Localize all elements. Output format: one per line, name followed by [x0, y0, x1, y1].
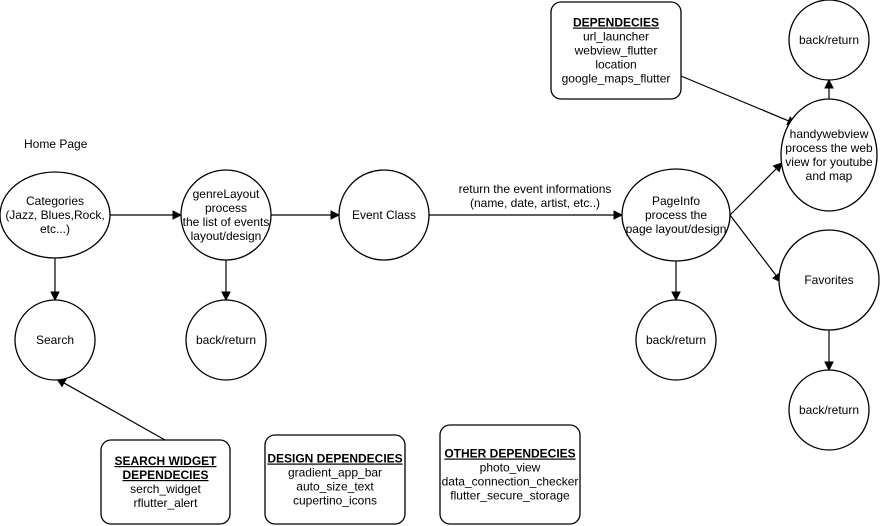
search-widget-box-title-1: SEARCH WIDGET [115, 454, 218, 468]
search-widget-box-item-2: rflutter_alert [133, 496, 198, 510]
categories-label-line-2: (Jazz, Blues,Rock, [5, 208, 104, 222]
categories-to-genre-arrow-arrowhead [172, 210, 183, 220]
design-box-item-2: auto_size_text [296, 480, 374, 494]
design-box-title-1: DESIGN DEPENDECIES [267, 452, 402, 466]
webview-back-label-line-1: back/return [799, 33, 859, 47]
pageinfo-to-webview-arrow-line [729, 168, 777, 216]
genre-to-event-arrow-arrowhead [330, 210, 341, 220]
diagram-labels: Categories(Jazz, Blues,Rock,etc...) Searc… [5, 16, 873, 511]
page-info-label-line-2: process the [645, 208, 707, 222]
favorites-back-label-line-1: back/return [799, 403, 859, 417]
page-back-label-line-1: back/return [646, 333, 706, 347]
favorites-to-back-arrow-arrowhead [824, 361, 834, 372]
search-widget-to-search-arrow-line [63, 382, 166, 441]
genre-back-label-line-1: back/return [196, 333, 256, 347]
categories-to-search-arrow-arrowhead [50, 291, 60, 302]
design-box-item-1: gradient_app_bar [288, 466, 382, 480]
search-widget-box [100, 439, 231, 525]
dependencies-box-item-2: webview_flutter [574, 44, 658, 58]
genre-back-node [185, 299, 267, 381]
handy-webview-label-line-2: process the web [785, 141, 873, 155]
event-return-label-line-2: (name, date, artist, etc..) [470, 196, 600, 210]
dependencies-box-title-1: DEPENDECIES [573, 16, 659, 30]
other-box-item-1: photo_view [480, 461, 541, 475]
event-class-node [338, 169, 430, 261]
genre-layout-label-line-3: the list of events [183, 215, 270, 229]
diagram-edges [50, 75, 834, 441]
search-label-line-1: Search [36, 333, 74, 347]
home-page-label: Home Page [24, 137, 88, 151]
event-to-pageinfo-arrow-arrowhead [613, 210, 624, 220]
design-box-item-3: cupertino_icons [293, 494, 377, 508]
page-info-node [621, 168, 731, 262]
dependencies-box-item-3: location [595, 58, 636, 72]
categories-label-line-1: Categories [26, 194, 84, 208]
other-box [439, 424, 581, 525]
dependencies-box [550, 1, 682, 100]
other-box-item-2: data_connection_checker [442, 475, 579, 489]
favorites-node [778, 229, 880, 331]
handy-webview-label-line-4: and map [806, 169, 853, 183]
categories-node [0, 171, 111, 259]
search-widget-box-title-2: DEPENDECIES [122, 468, 208, 482]
dependencies-box-item-1: url_launcher [583, 30, 649, 44]
webview-back-node [788, 0, 870, 81]
genre-layout-node [180, 169, 272, 261]
favorites-back-node [788, 369, 870, 451]
handy-webview-node [780, 98, 878, 212]
other-box-title-1: OTHER DEPENDECIES [444, 447, 575, 461]
page-info-label-line-3: page layout/design [626, 222, 727, 236]
genre-layout-label-line-1: genreLayout [193, 187, 260, 201]
search-node [14, 299, 96, 381]
webview-to-back-arrow-arrowhead [824, 78, 834, 89]
dependencies-to-webview-arrow-line [680, 75, 789, 122]
event-return-label-line-1: return the event informations [459, 182, 612, 196]
search-widget-box-item-1: serch_widget [130, 482, 201, 496]
other-box-item-3: flutter_secure_storage [450, 489, 570, 503]
page-info-label-line-1: PageInfo [652, 194, 700, 208]
event-class-label-line-1: Event Class [352, 208, 416, 222]
genre-layout-label-line-2: process [205, 201, 247, 215]
pageinfo-to-back-arrow-arrowhead [671, 291, 681, 302]
genre-layout-label-line-4: layout/design [191, 229, 262, 243]
pageinfo-to-webview-arrow-arrowhead [772, 162, 783, 173]
pageinfo-to-favorites-arrow-line [729, 214, 777, 276]
design-box [264, 434, 406, 525]
genre-to-back-arrow-arrowhead [221, 291, 231, 302]
dependencies-box-item-4: google_maps_flutter [562, 72, 671, 86]
categories-label-line-3: etc...) [40, 222, 70, 236]
page-back-node [635, 299, 717, 381]
favorites-label-line-1: Favorites [804, 273, 853, 287]
handy-webview-label-line-1: handywebview [790, 127, 869, 141]
handy-webview-label-line-3: view for youtube [785, 155, 873, 169]
